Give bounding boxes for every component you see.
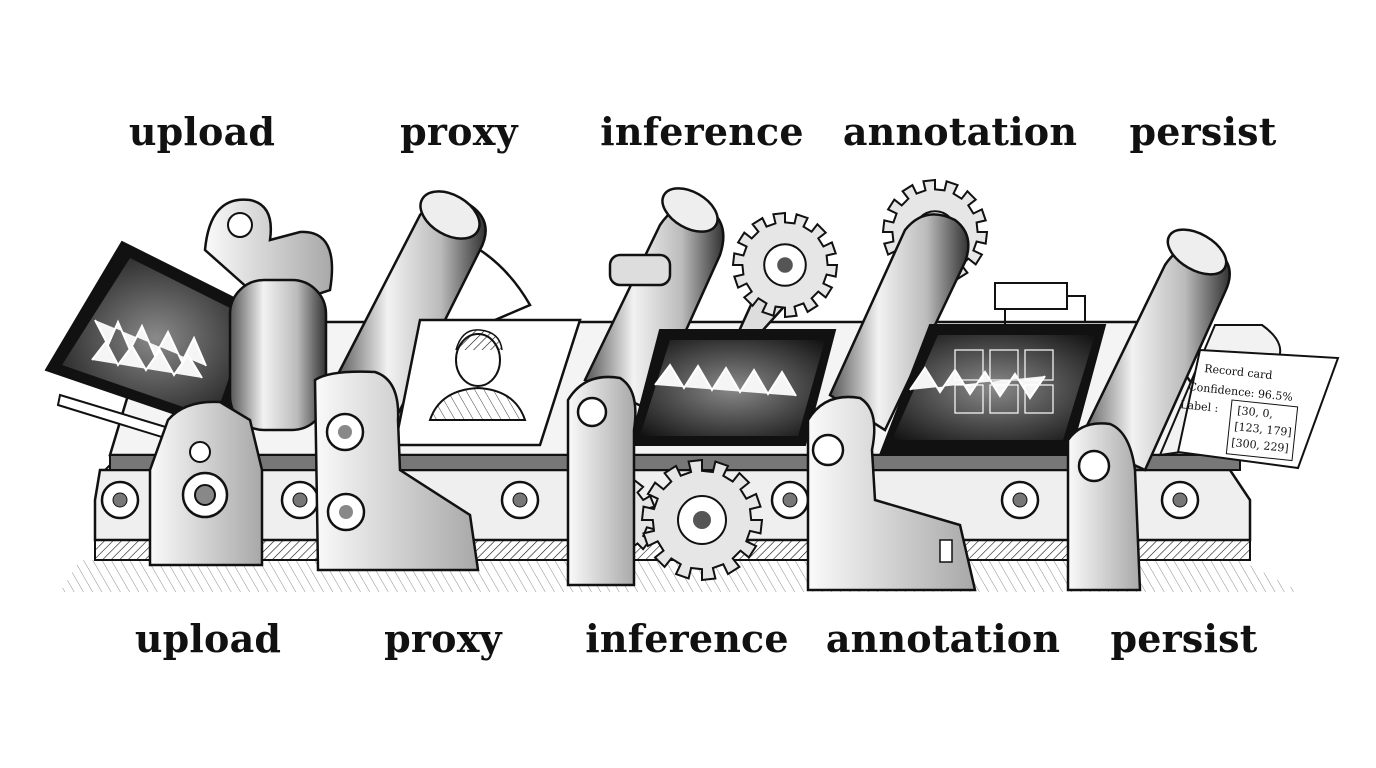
stage-label-inference-bottom: inference: [585, 616, 789, 661]
annotation-xray-plate: [878, 324, 1107, 456]
stage-label-proxy-bottom: proxy: [384, 616, 502, 661]
record-card-label-line3: [300, 229]: [1231, 436, 1290, 455]
gear-axle: [693, 511, 711, 529]
stage-label-proxy-top: proxy: [400, 109, 518, 154]
annotation-tag-icon: [994, 282, 1086, 335]
persist-roller: [1078, 228, 1231, 472]
annotation-roller: [828, 213, 970, 432]
conveyor-wheel-hub: [1012, 492, 1028, 508]
gear-axle: [777, 257, 793, 273]
record-card-label-line2: [123, 179]: [1234, 420, 1293, 439]
proxy-stand: [313, 370, 480, 572]
conveyor-wheel-hub: [1172, 492, 1188, 508]
stage-label-persist-top: persist: [1129, 109, 1277, 154]
inference-xray-plate: [628, 329, 837, 446]
person-portrait-icon: [393, 318, 582, 447]
persist-stand: [1066, 422, 1142, 592]
record-card: Record card Confidence: 96.5% Label : [3…: [1158, 324, 1340, 470]
stage-label-inference-top: inference: [600, 109, 804, 154]
annotation-stand: [806, 395, 977, 592]
stage-label-upload-bottom: upload: [134, 616, 282, 661]
upload-stand: [148, 400, 264, 567]
inference-stand: [566, 375, 637, 587]
record-card-label-key: Label :: [1180, 398, 1219, 415]
stage-label-upload-top: upload: [128, 109, 276, 154]
stage-label-annotation-top: annotation: [842, 109, 1078, 154]
stage-label-annotation-bottom: annotation: [825, 616, 1061, 661]
conveyor-wheel-hub: [292, 492, 308, 508]
conveyor-wheel-hub: [512, 492, 528, 508]
record-card-label-line1: [30, 0,: [1237, 404, 1274, 421]
upload-clamp-arm: [203, 198, 334, 432]
dental-xray-icon: [44, 240, 264, 460]
conveyor-wheel-hub: [112, 492, 128, 508]
conveyor-wheel-hub: [782, 492, 798, 508]
stage-label-persist-bottom: persist: [1110, 616, 1258, 661]
inference-roller: [583, 187, 725, 412]
proxy-roller: [333, 190, 532, 422]
